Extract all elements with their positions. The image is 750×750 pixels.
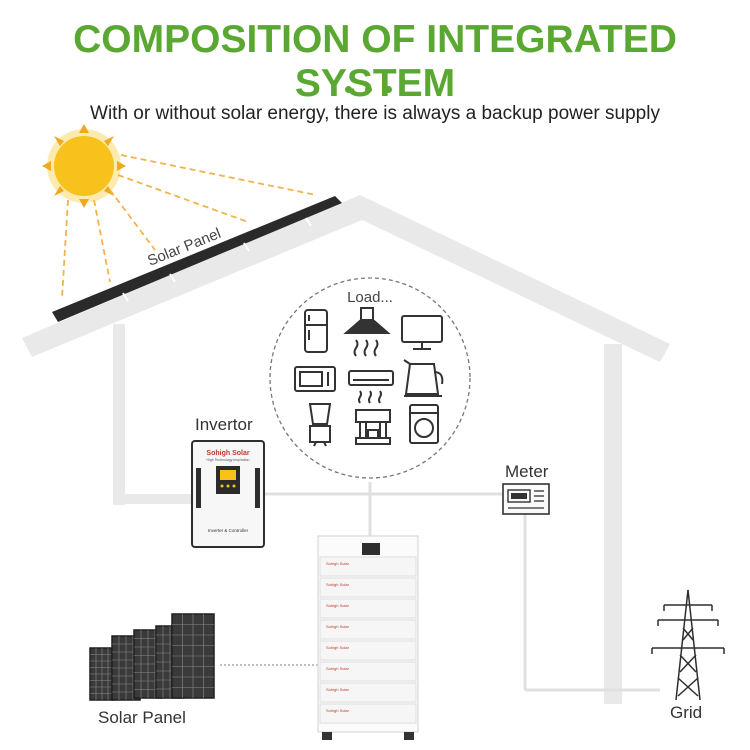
battery-module [319,598,417,619]
roof-solar-panel [52,196,342,322]
title-divider-dots [345,80,405,93]
battery-module [319,661,417,682]
battery-module-brand: Sohigh Solar [326,561,350,566]
grid-pylon-icon [651,589,725,701]
sun-icon [42,124,126,208]
battery-module [319,703,417,724]
inverter-tagline: High Technology Inspiration [207,458,250,462]
tv-icon [401,315,443,350]
battery-module [319,619,417,640]
battery-module [319,682,417,703]
battery-module-brand: Sohigh Solar [326,666,350,671]
blender-icon [308,403,332,447]
load-label: Load... [347,289,393,306]
invertor-label: Invertor [195,415,253,434]
battery-module-brand: Sohigh Solar [326,708,350,713]
inverter-device: Sohigh Solar High Technology Inspiration… [191,440,265,548]
house [22,195,670,704]
ground-solar-panel-label: Solar Panel [98,708,186,727]
load-circle [269,277,471,479]
meter-label: Meter [505,462,549,481]
battery-module-brand: Sohigh Solar [326,624,350,629]
inverter-brand: Sohigh Solar [206,450,249,457]
battery-module [319,577,417,598]
page-title: COMPOSITION OF INTEGRATED SYSTEM [73,18,677,105]
battery-module-brand: Sohigh Solar [326,603,350,608]
house-floor-line [113,494,195,504]
page-subtitle: With or without solar energy, there is a… [90,103,660,124]
kettle-icon [403,359,444,397]
ground-solar-panels [89,613,215,701]
inverter-model: Inverter & Controller [208,528,249,533]
meter-device [502,483,550,515]
washing-machine-icon [409,404,439,444]
range-hood-icon [343,307,391,357]
battery-module [319,640,417,661]
sun-rays [61,154,317,299]
battery-module [319,556,417,577]
battery-module-brand: Sohigh Solar [326,582,350,587]
house-left-wall [113,324,125,505]
fridge-icon [304,309,328,353]
battery-module-brand: Sohigh Solar [326,645,350,650]
grid-label: Grid [670,703,703,722]
appliances [294,307,444,447]
coffee-machine-icon [355,409,391,445]
air-conditioner-icon [348,370,394,404]
microwave-icon [294,366,336,392]
house-right-wall [604,344,622,704]
wiring [265,482,660,692]
battery-module-brand: Sohigh Solar [326,687,350,692]
